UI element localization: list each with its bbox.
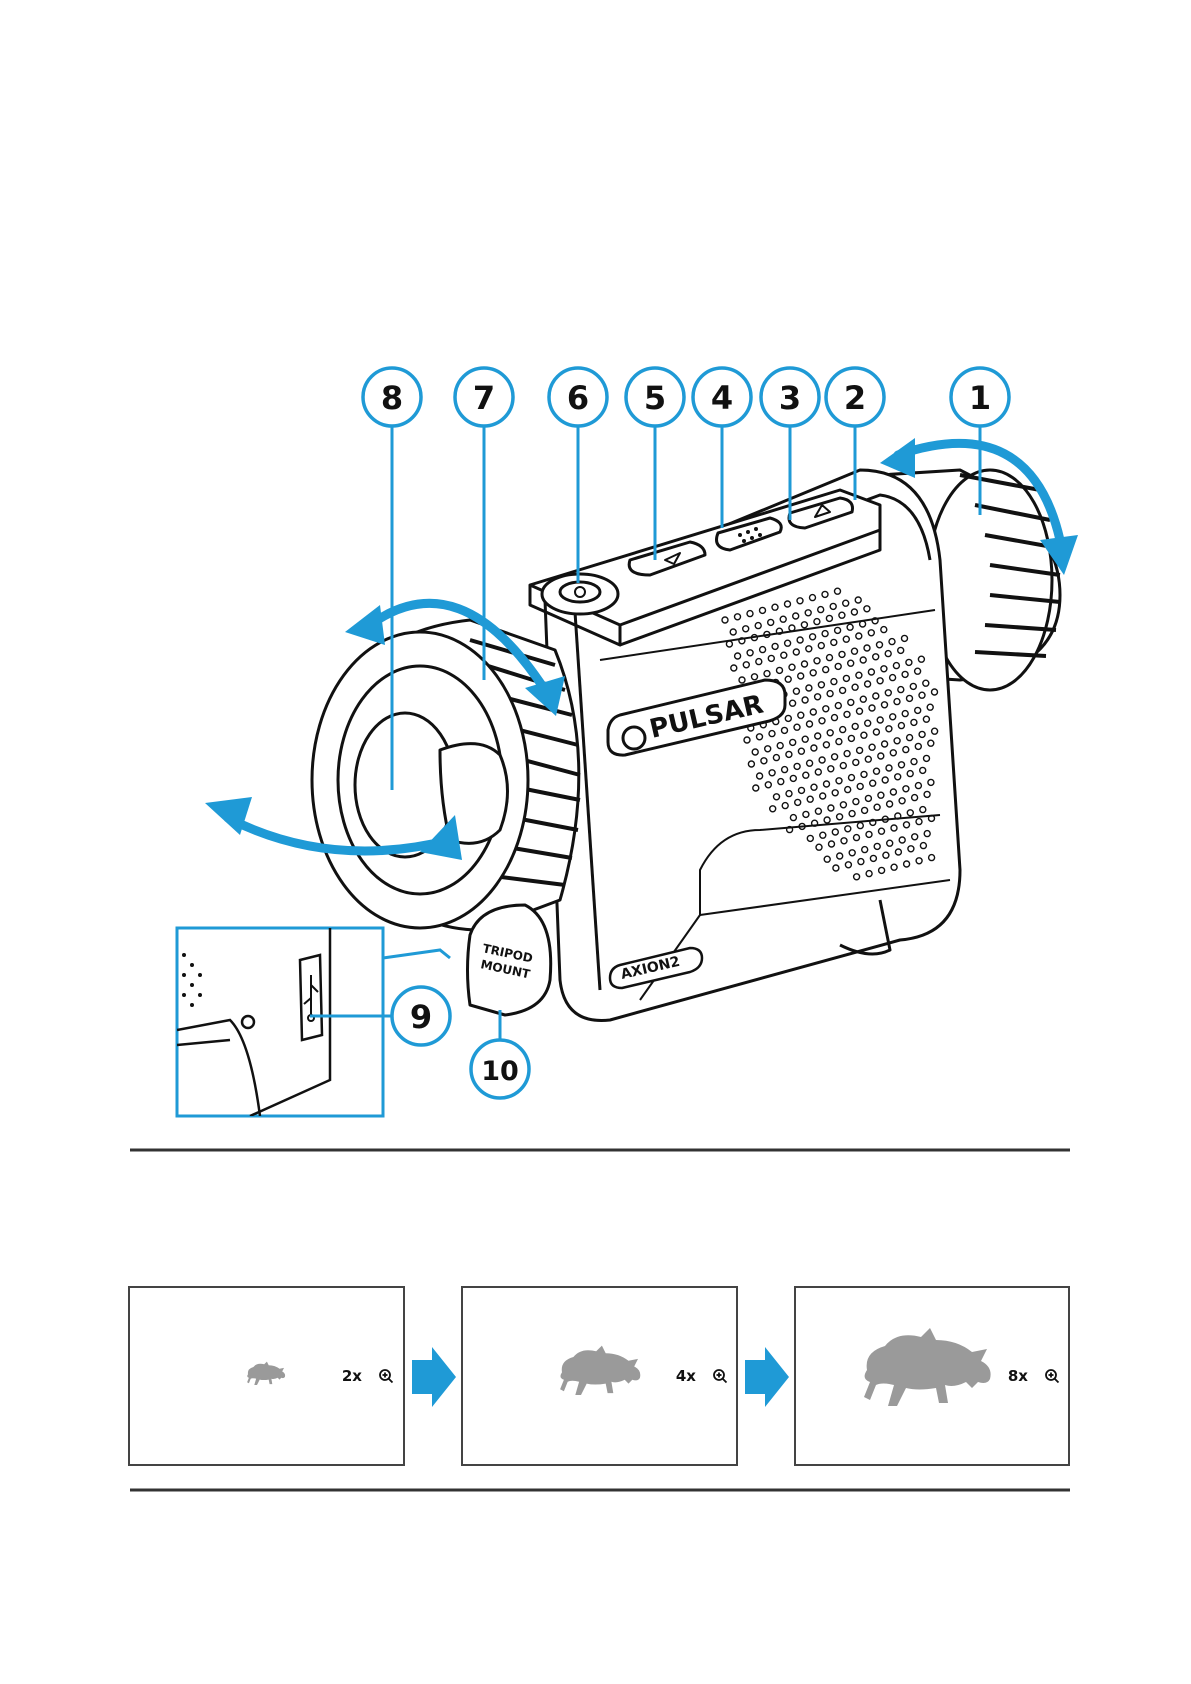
callout-4-label: 4	[711, 379, 733, 417]
callout-6-label: 6	[567, 379, 589, 417]
zoom-panel-4x: 4x	[462, 1287, 737, 1465]
callout-2-label: 2	[844, 379, 866, 417]
callout-1: 1	[951, 368, 1009, 426]
zoom-panel-8x: 8x	[795, 1287, 1069, 1465]
callout-2: 2	[826, 368, 884, 426]
callout-7-label: 7	[473, 379, 495, 417]
callout-10: 10	[471, 1040, 529, 1098]
zoom-step-arrow-1	[412, 1347, 456, 1407]
zoom-label-8x: 8x	[1008, 1367, 1028, 1385]
power-button[interactable]	[542, 574, 618, 614]
callout-5: 5	[626, 368, 684, 426]
callout-5-label: 5	[644, 379, 666, 417]
callout-4: 4	[693, 368, 751, 426]
callout-1-label: 1	[969, 379, 991, 417]
callout-9-label: 9	[410, 998, 432, 1036]
callout-7: 7	[455, 368, 513, 426]
callout-3-label: 3	[779, 379, 801, 417]
callout-8-label: 8	[381, 379, 403, 417]
zoom-panel-2x: 2x	[129, 1287, 404, 1465]
inset-pointer-arrow	[383, 950, 450, 958]
callout-6: 6	[549, 368, 607, 426]
callout-8: 8	[363, 368, 421, 426]
zoom-label-4x: 4x	[676, 1367, 696, 1385]
tripod-mount-cap: TRIPOD MOUNT	[468, 905, 551, 1015]
zoom-label-2x: 2x	[342, 1367, 362, 1385]
callout-3: 3	[761, 368, 819, 426]
focus-ring-arrowhead-left	[345, 605, 385, 645]
callout-10-label: 10	[481, 1056, 519, 1087]
monocular-illustration: PULSAR AXION2 TRIPOD MOUNT	[312, 470, 1060, 1021]
callout-9: 9	[392, 987, 450, 1045]
zoom-step-arrow-2	[745, 1347, 789, 1407]
